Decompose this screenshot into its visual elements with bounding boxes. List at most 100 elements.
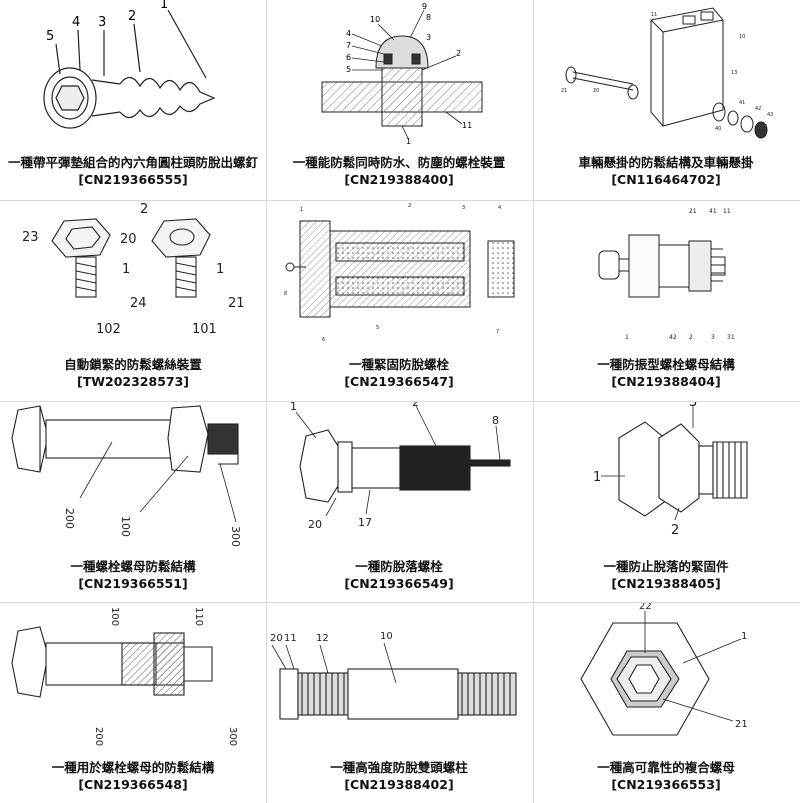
callout-label: 42 [755,106,761,112]
callout-label: 23 [22,230,39,245]
patent-card[interactable]: 3 1 2 一種防止脫落的緊固件 [CN219388405] [533,402,799,602]
callout-label: 21 [561,88,567,94]
patent-drawing: 200 100 300 [11,405,242,547]
patent-drawing: 1 2 8 20 17 [290,402,511,531]
callout-label: 5 [376,325,379,331]
callout-label: 21 [735,719,748,730]
patent-title: 一種帶平彈墊組合的內六角圓柱頭防脫出螺釘 [7,155,258,170]
patent-card[interactable]: 100 110 200 300 一種用於螺栓螺母的防鬆結構 [CN2193665… [0,603,266,803]
callout-label: 102 [96,322,121,337]
callout-label: 2 [671,523,679,538]
callout-label: 3 [462,205,465,211]
patent-card[interactable]: 200 100 300 一種螺栓螺母防鬆結構 [CN219366551] [0,402,266,602]
patent-card[interactable]: 11 10 13 21 20 40 41 42 43 車輛懸掛的防鬆結構及車輛懸… [533,0,799,200]
patent-drawing: 1 2 3 4 5 6 7 8 [284,203,515,343]
callout-label: 4 [346,29,351,38]
callout-label: 20 [593,88,599,94]
callout-label: 8 [426,13,431,22]
callout-label: 2 [408,203,411,209]
callout-label: 20 [270,633,283,644]
patent-caption: 一種防振型螺栓螺母結構 [CN219388404] [533,356,799,390]
patent-drawing: 5 4 3 2 1 [43,0,216,129]
callout-label: 110 [193,607,204,626]
patent-title: 一種防脫落螺栓 [355,559,443,574]
callout-label: 101 [192,322,217,337]
callout-label: 42 [669,334,677,341]
callout-label: 3 [98,15,106,30]
callout-label: 1 [216,262,224,277]
patent-caption: 一種高可靠性的複合螺母 [CN219366553] [533,759,799,793]
patent-drawing: 11 10 13 21 20 40 41 42 43 [561,7,773,139]
patent-title: 一種螺栓螺母防鬆結構 [70,559,196,574]
callout-label: 5 [46,29,54,44]
patent-title: 一種能防鬆同時防水、防塵的螺栓裝置 [292,155,506,170]
patent-caption: 一種能防鬆同時防水、防塵的螺栓裝置 [CN219388400] [266,154,532,188]
callout-label: 100 [119,516,132,537]
callout-label: 1 [160,0,168,12]
patent-title: 一種用於螺栓螺母的防鬆結構 [51,760,215,775]
callout-label: 3 [426,33,431,42]
patent-title: 自動鎖緊的防鬆螺絲裝置 [64,357,202,372]
patent-caption: 一種防止脫落的緊固件 [CN219388405] [533,558,799,592]
grid-divider [0,200,800,201]
callout-label: 21 [689,208,697,215]
callout-label: 21 [228,296,245,311]
callout-label: 9 [422,2,427,11]
callout-label: 200 [93,727,104,746]
patent-title: 一種防止脫落的緊固件 [603,559,729,574]
patent-number: [CN219388402] [344,777,454,792]
patent-caption: 一種帶平彈墊組合的內六角圓柱頭防脫出螺釘 [CN219366555] [0,154,266,188]
callout-label: 24 [130,296,147,311]
callout-label: 6 [346,53,351,62]
callout-label: 5 [346,65,351,74]
callout-label: 17 [358,516,372,529]
patent-drawing: 10 9 4 8 7 3 6 5 2 1 11 [321,2,483,146]
callout-label: 3 [689,402,697,410]
patent-card[interactable]: 21 41 11 1 42 3 31 2 一種防振型螺栓螺母結構 [CN2193… [533,201,799,401]
patent-number: [CN219366547] [344,374,454,389]
patent-number: [CN116464702] [611,172,721,187]
patent-number: [CN219366553] [611,777,721,792]
patent-number: [CN219388400] [344,172,454,187]
callout-label: 11 [651,12,657,18]
patent-number: [CN219366549] [344,576,454,591]
patent-card[interactable]: 20 11 12 10 一種高強度防脫雙頭螺柱 [CN219388402] [266,603,532,803]
patent-card[interactable]: 23 2 20 1 1 24 21 102 101 自動鎖緊的防鬆螺絲裝置 [T… [0,201,266,401]
grid-divider [0,602,800,603]
callout-label: 11 [284,633,297,644]
callout-label: 22 [639,603,652,612]
patent-caption: 一種高強度防脫雙頭螺柱 [CN219388402] [266,759,532,793]
callout-label: 1 [290,402,297,413]
callout-label: 2 [140,202,148,217]
patent-number: [CN219388405] [611,576,721,591]
callout-label: 2 [128,9,136,24]
callout-label: 10 [380,631,393,642]
patent-card[interactable]: 10 9 4 8 7 3 6 5 2 1 11 一種能防鬆同時防水、防塵的螺栓裝… [266,0,532,200]
patent-card[interactable]: 5 4 3 2 1 一種帶平彈墊組合的內六角圓柱頭防脫出螺釘 [CN219366… [0,0,266,200]
callout-label: 1 [406,137,411,146]
callout-label: 1 [593,470,601,485]
patent-drawing: 3 1 2 [593,402,748,538]
patent-caption: 一種螺栓螺母防鬆結構 [CN219366551] [0,558,266,592]
patent-number: [CN219366548] [78,777,188,792]
callout-label: 8 [492,414,499,427]
patent-number: [CN219366555] [78,172,188,187]
callout-label: 300 [229,526,242,547]
patent-caption: 車輛懸掛的防鬆結構及車輛懸掛 [CN116464702] [533,154,799,188]
patent-caption: 自動鎖緊的防鬆螺絲裝置 [TW202328573] [0,356,266,390]
patent-card[interactable]: 1 2 3 4 5 6 7 8 一種緊固防脫螺栓 [CN219366547] [266,201,532,401]
callout-label: 10 [739,34,745,40]
patent-title: 一種高強度防脫雙頭螺柱 [330,760,468,775]
patent-title: 一種高可靠性的複合螺母 [597,760,735,775]
callout-label: 20 [120,232,137,247]
patent-number: [TW202328573] [76,374,190,389]
callout-label: 100 [109,607,120,626]
callout-label: 3 [711,334,715,341]
patent-card[interactable]: 22 1 21 一種高可靠性的複合螺母 [CN219366553] [533,603,799,803]
callout-label: 11 [462,121,472,130]
patent-drawing: 100 110 200 300 [11,607,238,746]
patent-number: [CN219366551] [78,576,188,591]
patent-title: 一種緊固防脫螺栓 [348,357,449,372]
patent-card[interactable]: 1 2 8 20 17 一種防脫落螺栓 [CN219366549] [266,402,532,602]
callout-label: 12 [316,633,329,644]
